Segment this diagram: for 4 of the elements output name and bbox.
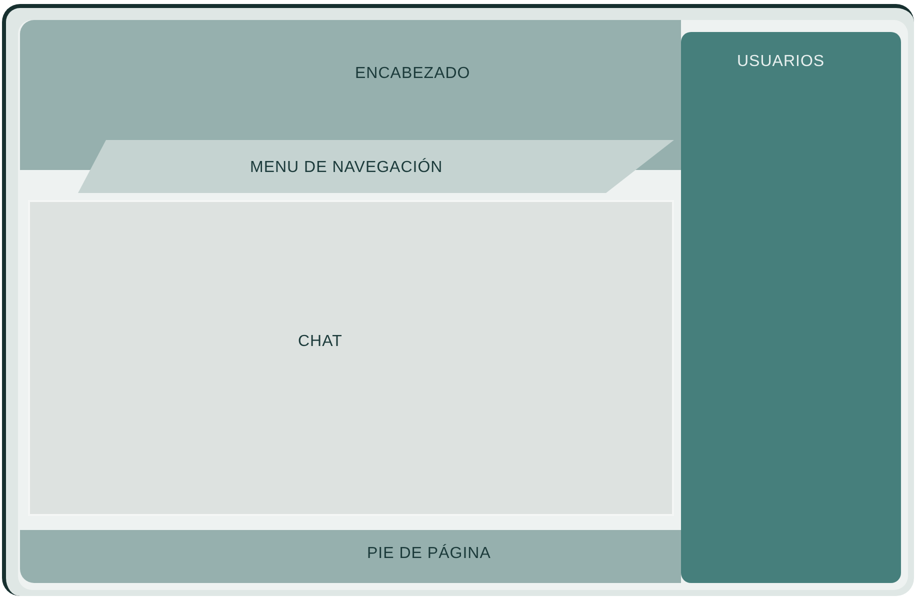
chat-area: CHAT — [28, 200, 674, 516]
nav-menu-band: MENU DE NAVEGACIÓN — [78, 140, 674, 193]
footer-band: PIE DE PÁGINA — [20, 530, 681, 583]
users-panel: USUARIOS — [681, 32, 901, 583]
